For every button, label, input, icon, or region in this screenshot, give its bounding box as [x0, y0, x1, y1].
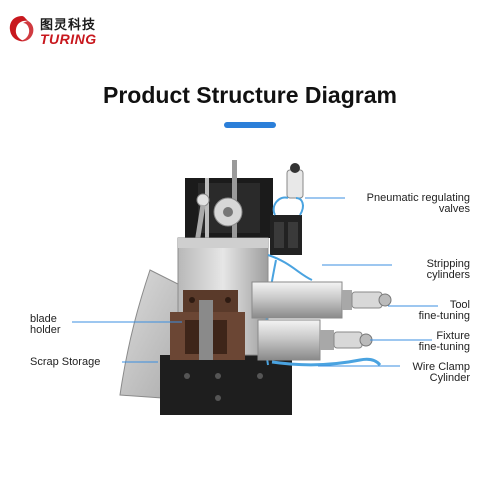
page-title: Product Structure Diagram: [103, 82, 397, 108]
brand-name-cn: 图灵科技: [40, 17, 97, 32]
label-line: Tool: [449, 299, 470, 311]
label-line: fine-tuning: [418, 341, 470, 353]
wire-clamp-cylinder: [257, 319, 373, 361]
blade-holder: [170, 290, 245, 360]
stripping-cylinder: [251, 281, 392, 319]
label-blade-holder: blade holder: [30, 314, 110, 336]
label-line: valves: [438, 203, 470, 215]
label-stripping-cylinders: Stripping cylinders: [392, 259, 470, 281]
label-line: fine-tuning: [418, 310, 470, 322]
label-line: Wire Clamp: [412, 361, 470, 373]
label-line: Pneumatic regulating: [366, 192, 470, 204]
turing-logo-icon: [9, 16, 34, 42]
label-line: cylinders: [426, 269, 470, 281]
pneumatic-valves: [270, 163, 304, 255]
label-line: holder: [30, 324, 61, 336]
brand-name-en: TURING: [40, 31, 97, 47]
label-pneumatic-valves: Pneumatic regulating valves: [330, 193, 470, 215]
brand-logo: 图灵科技 TURING: [8, 10, 118, 50]
label-fixture-fine-tuning: Fixture fine-tuning: [392, 331, 470, 353]
label-scrap-storage: Scrap Storage: [30, 356, 101, 368]
label-line: blade: [30, 313, 57, 325]
label-wire-clamp-cylinder: Wire Clamp Cylinder: [392, 362, 470, 384]
title-underline: [224, 122, 276, 128]
machine-base: [160, 355, 292, 415]
label-line: Cylinder: [429, 372, 470, 384]
label-tool-fine-tuning: Tool fine-tuning: [392, 300, 470, 322]
label-line: Fixture: [436, 330, 470, 342]
label-line: Stripping: [426, 258, 470, 270]
